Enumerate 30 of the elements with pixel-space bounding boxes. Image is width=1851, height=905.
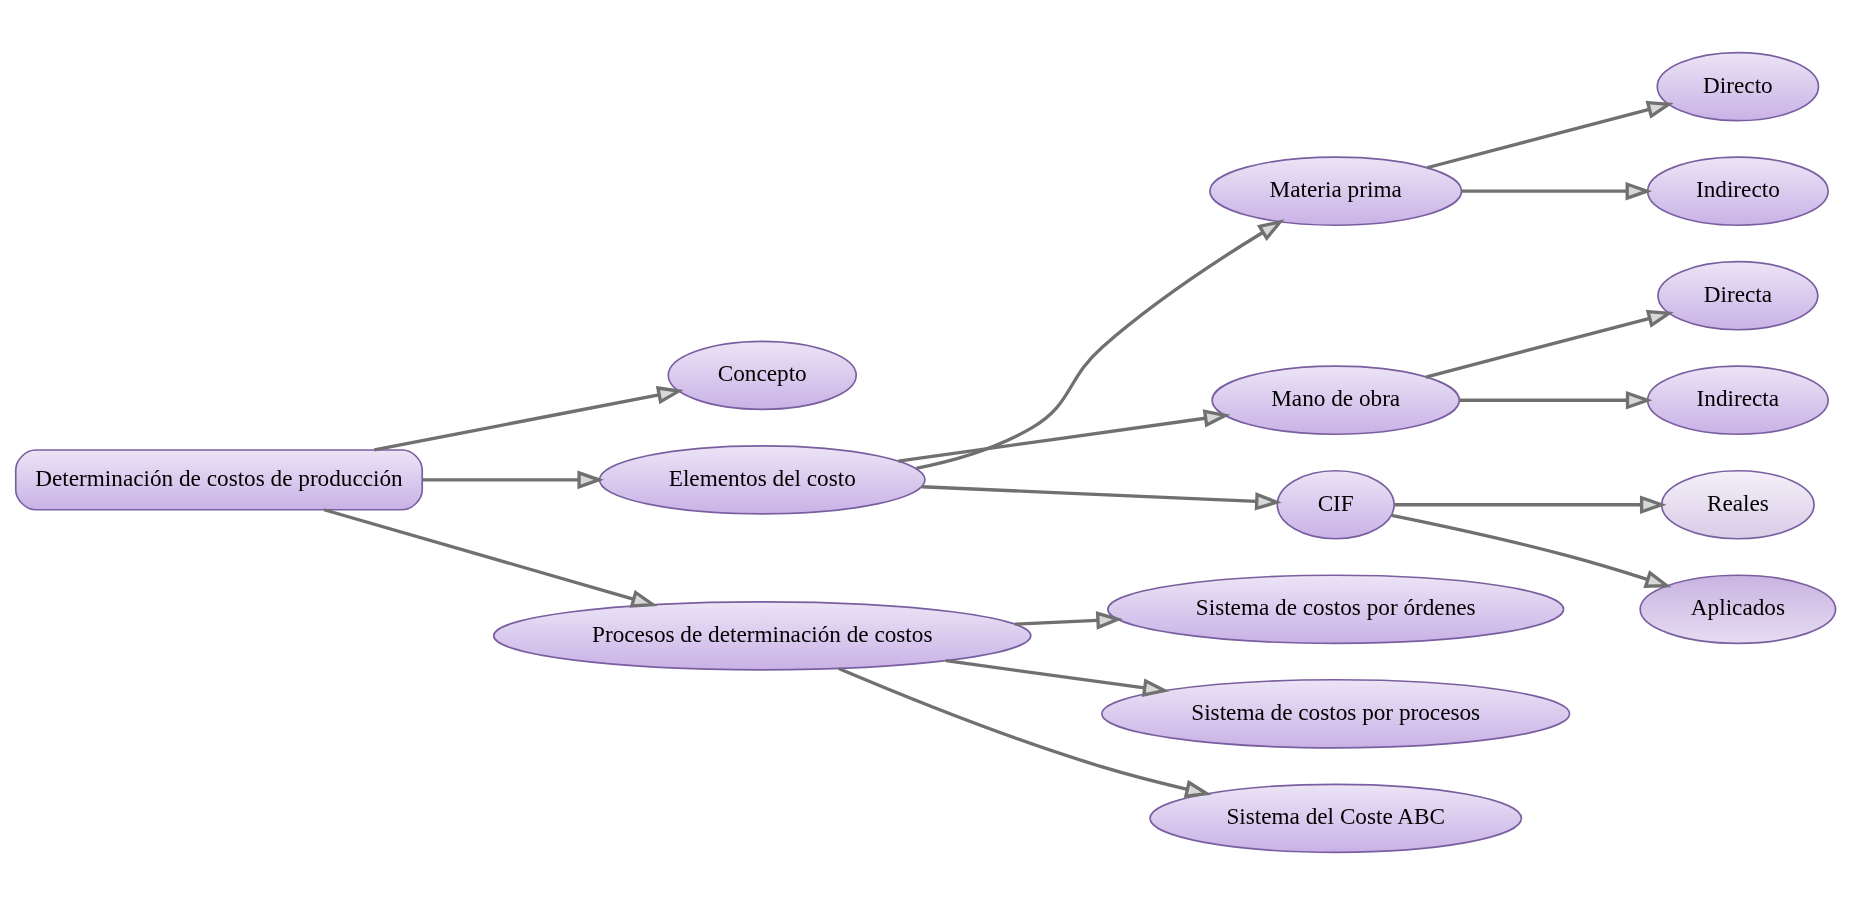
arrow [898,409,1231,463]
arrow [1425,309,1674,379]
arrow [945,659,1170,697]
arrow [1394,495,1667,515]
arrow [422,470,604,490]
arrow [1459,390,1653,410]
node-ellipse: Concepto [667,340,858,411]
node-ellipse: Indirecta [1646,365,1829,436]
node-ellipse: Materia prima [1209,156,1463,227]
node-ellipse: Directa [1657,260,1819,331]
node-ellipse: CIF [1276,469,1395,540]
arrow [1461,181,1653,201]
arrow [1426,100,1674,170]
node-ellipse: Sistema del Coste ABC [1149,783,1523,854]
node-ellipse: Directo [1656,51,1820,122]
node-ellipse: Aplicados [1639,574,1837,645]
arrow [1391,513,1672,588]
node-ellipse: Indirecto [1646,156,1829,227]
node-ellipse: Mano de obra [1211,365,1461,436]
arrow [838,667,1212,799]
arrow [374,386,684,452]
node-ellipse: Sistema de costos por órdenes [1107,574,1565,645]
node-ellipse: Procesos de determinación de costos [492,600,1032,671]
arrow [921,485,1282,511]
node-ellipse: Elementos del costo [598,445,926,515]
node-ellipse: Reales [1660,469,1815,540]
arrow [915,219,1285,470]
arrow [323,508,658,608]
arrow [1014,611,1123,630]
node-box: Determinación de costos de producción [14,449,424,511]
